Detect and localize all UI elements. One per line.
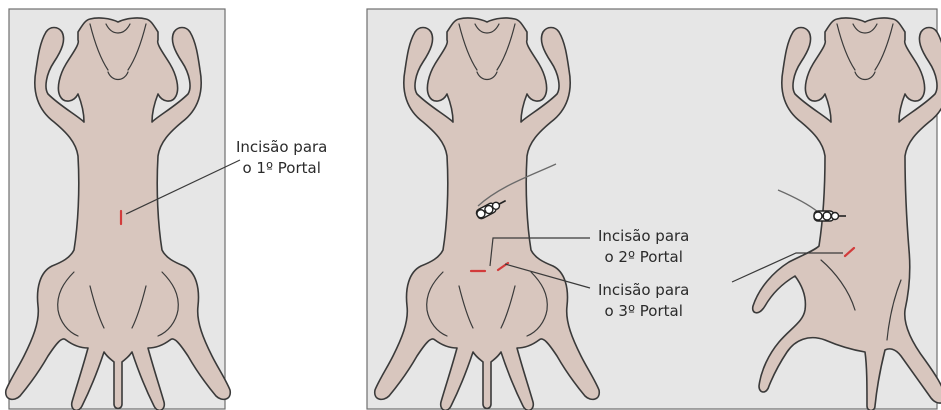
- label-portal-2: Incisão para o 2º Portal: [598, 226, 689, 268]
- label-portal-2-line2: o 2º Portal: [598, 247, 689, 268]
- label-portal-3-line2: o 3º Portal: [598, 301, 689, 322]
- label-portal-2-line1: Incisão para: [598, 226, 689, 247]
- label-portal-1: Incisão para o 1º Portal: [236, 137, 327, 179]
- label-portal-1-line2: o 1º Portal: [236, 158, 327, 179]
- label-portal-1-line1: Incisão para: [236, 137, 327, 158]
- label-portal-3-line1: Incisão para: [598, 280, 689, 301]
- label-portal-3: Incisão para o 3º Portal: [598, 280, 689, 322]
